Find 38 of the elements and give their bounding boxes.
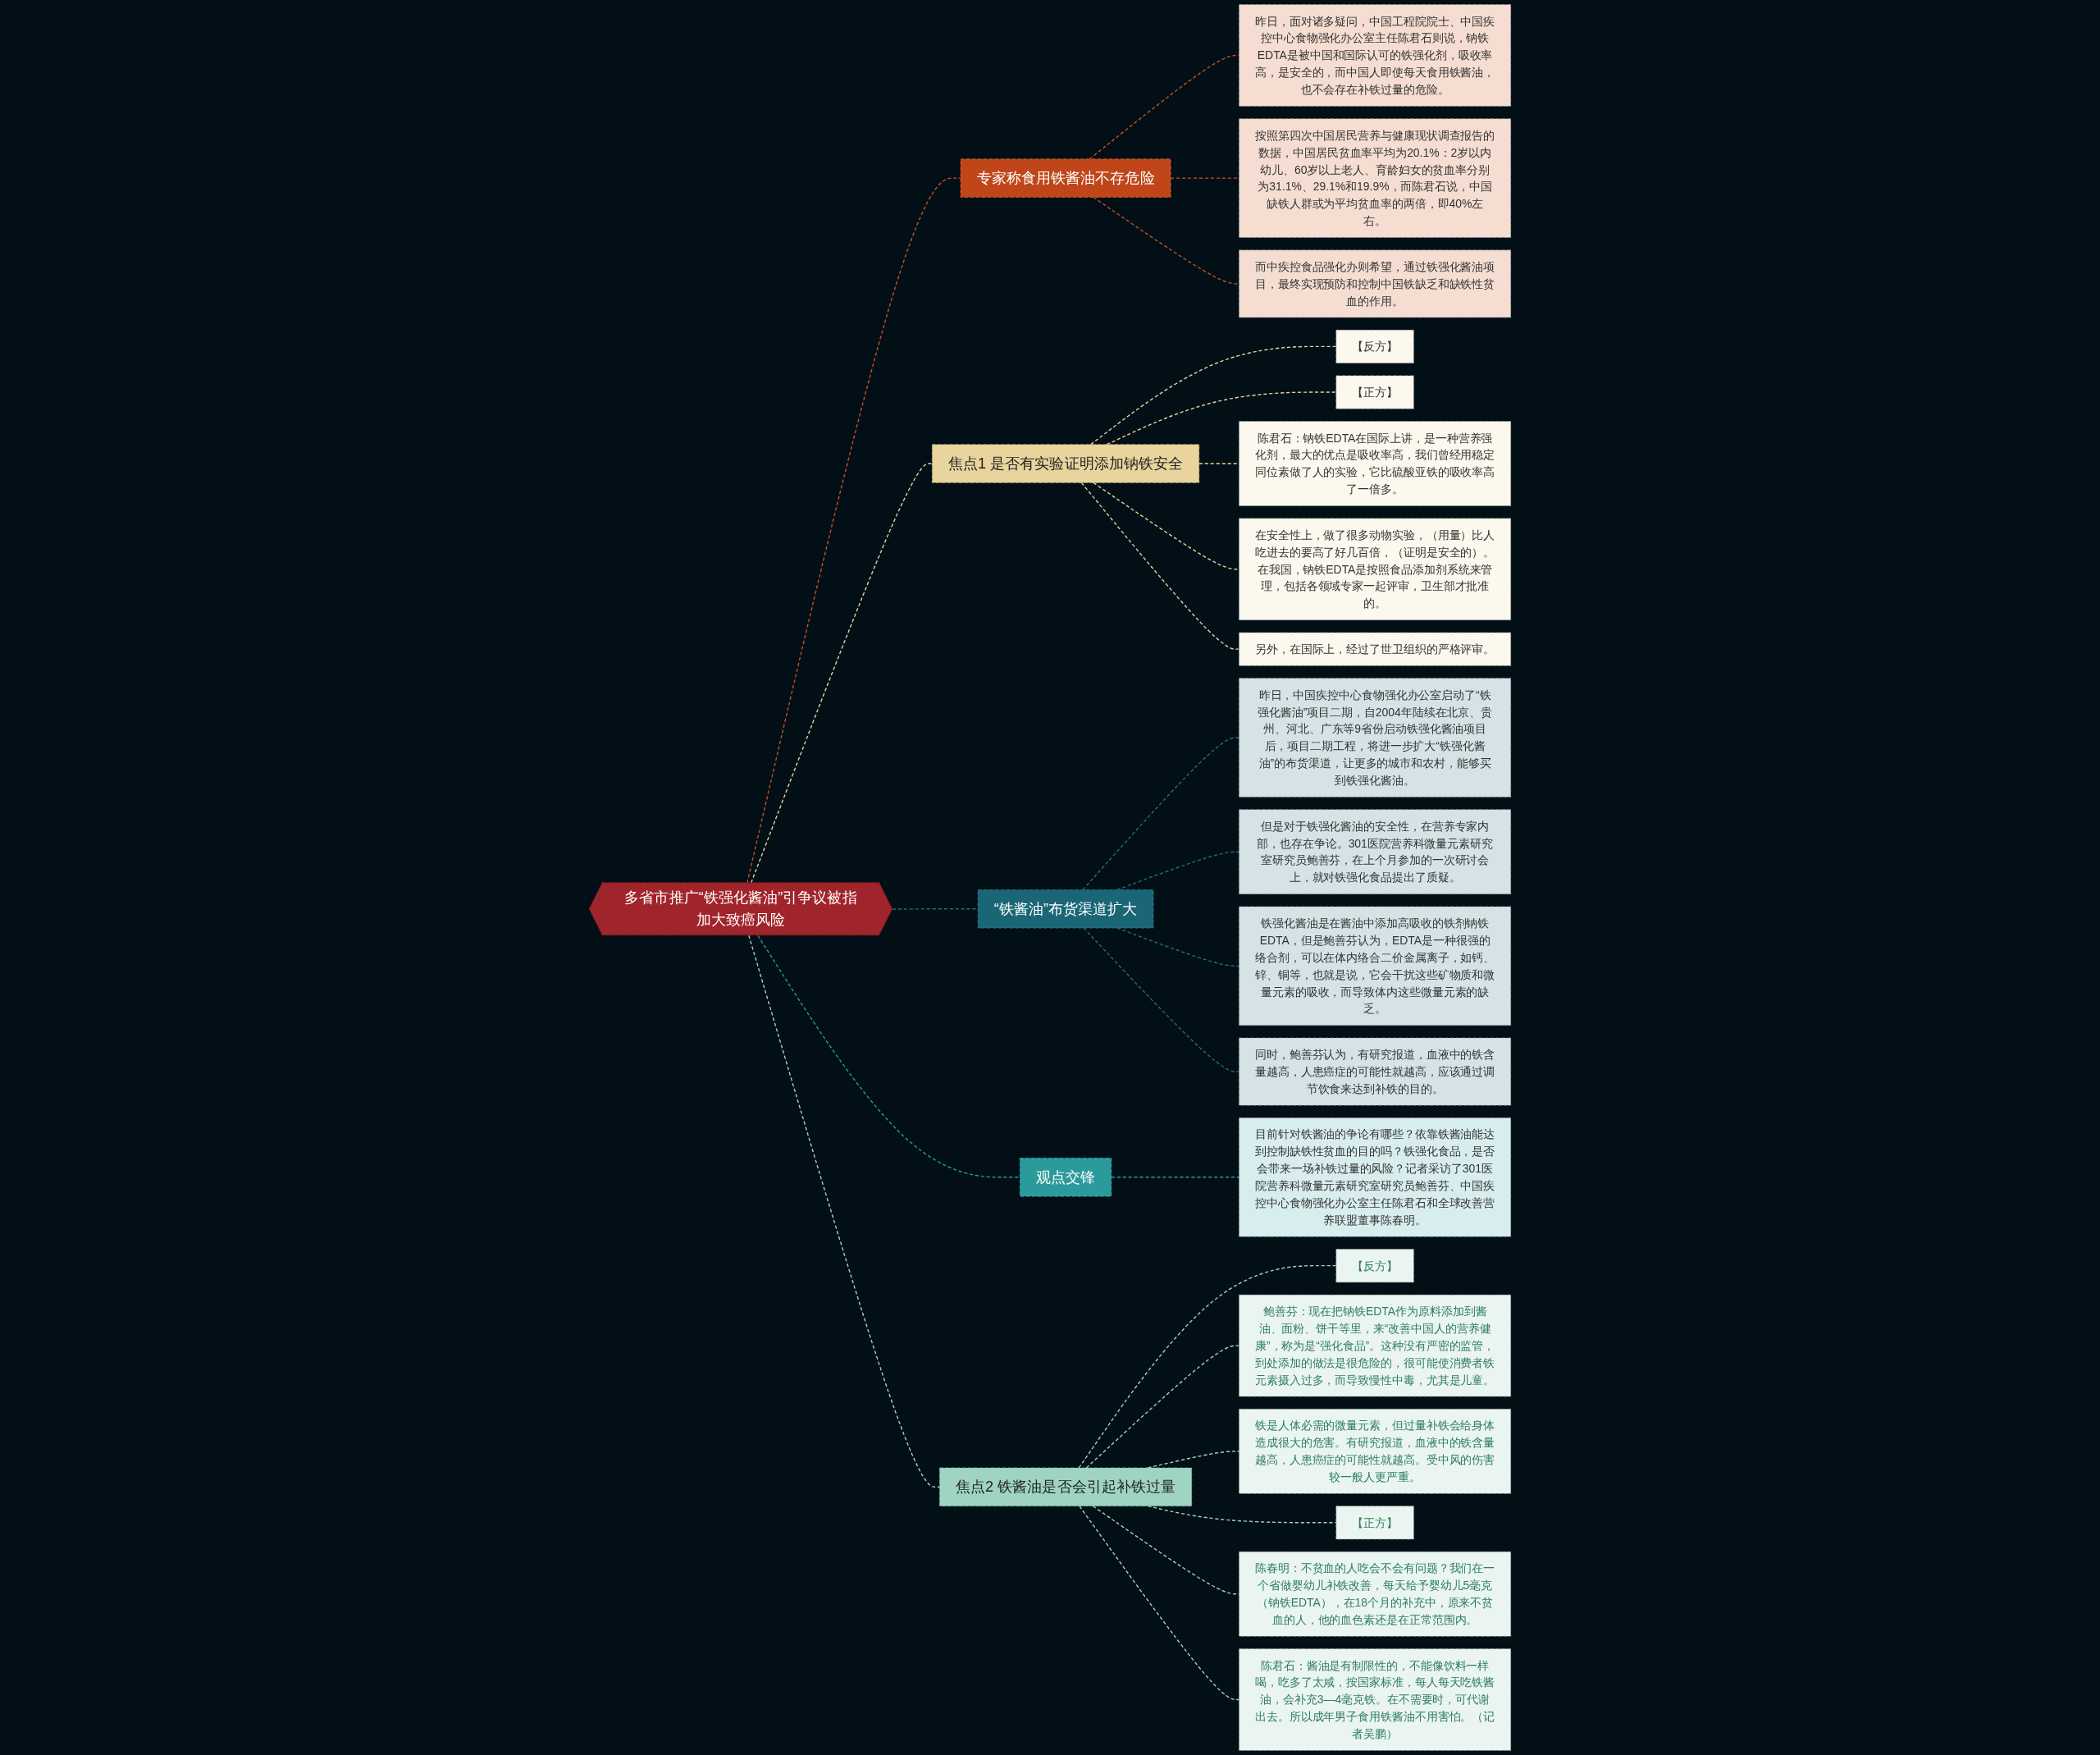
connector bbox=[1079, 1505, 1240, 1701]
node-box: 【正方】 bbox=[1335, 1506, 1414, 1540]
node-box: 而中疾控食品强化办则希望，通过铁强化酱油项目，最终实现预防和控制中国铁缺乏和缺铁性贫血的作用。 bbox=[1239, 249, 1512, 318]
node-box: 铁是人体必需的微量元素，但过量补铁会给身体造成很大的危害。有研究报道，血液中的铁含量越高，人患癌症的可能性就越高。受中风的伤害较一般人更严重。 bbox=[1239, 1408, 1512, 1494]
connector bbox=[750, 463, 934, 884]
connector bbox=[748, 935, 941, 1488]
node-box: 另外，在国际上，经过了世卫组织的严格评审。 bbox=[1239, 632, 1512, 666]
connector bbox=[1089, 345, 1337, 446]
connector bbox=[892, 908, 979, 910]
node-box: 昨日，中国疾控中心食物强化办公室启动了“铁强化酱油”项目二期，自2004年陆续在北京、贵州、河北、广东等9省份启动铁强化酱油项目后，项目二期工程，将进一步扩大“铁强化酱油”的布货渠道，让更多的城市和农村，能够买到铁强化酱油。 bbox=[1239, 678, 1512, 798]
node-box: 陈君石：酱油是有制限性的，不能像饮料一样喝，吃多了太咸，按国家标准，每人每天吃铁酱油，会补充3—4毫克铁。在不需要时，可代谢出去。所以成年男子食用铁酱油不用害怕。（记者吴鹏） bbox=[1239, 1648, 1512, 1751]
node-box: 陈春明：不贫血的人吃会不会有问题？我们在一个省做婴幼儿补铁改善，每天给予婴幼儿5毫克（钠铁EDTA），在18个月的补充中，原来不贫血的人，他的血色素还是在正常范围内。 bbox=[1239, 1551, 1512, 1637]
connector bbox=[1106, 391, 1337, 446]
node-box: 焦点2 铁酱油是否会引起补铁过量 bbox=[939, 1467, 1193, 1506]
node-box: 观点交锋 bbox=[1020, 1158, 1112, 1197]
connector bbox=[1085, 1345, 1240, 1469]
node-box: 同时，鲍善芬认为，有研究报道，血液中的铁含量越高，人患癌症的可能性就越高，应该通过调节饮食来达到补铁的目的。 bbox=[1239, 1037, 1512, 1106]
node-box: 鲍善芬：现在把钠铁EDTA作为原料添加到酱油、面粉、饼干等里，来“改善中国人的营养健康”，称为是“强化食品”。这种没有严密的监管，到处添加的做法是很危险的，很可能使消费者铁元素摄入过多，而导致慢性中毒，尤其是儿童。 bbox=[1239, 1294, 1512, 1397]
connector bbox=[1111, 1177, 1240, 1178]
connector bbox=[1078, 1264, 1337, 1469]
node-box: 【反方】 bbox=[1335, 329, 1414, 363]
node-box: 专家称食用铁酱油不存危险 bbox=[960, 158, 1171, 198]
node-box: 按照第四次中国居民营养与健康现状调查报告的数据，中国居民贫血率平均为20.1%：2岁以内幼儿、60岁以上老人、育龄妇女的贫血率分别为31.1%、29.1%和19.9%，而陈君石说，中国缺铁人群或为平均贫血率的两倍，即40%左右。 bbox=[1239, 118, 1512, 238]
node-box: 昨日，面对诸多疑问，中国工程院院士、中国疾控中心食物强化办公室主任陈君石则说，钠铁EDTA是被中国和国际认可的铁强化剂，吸收率高，是安全的，而中国人即使每天食用铁酱油，也不会存在补铁过量的危险。 bbox=[1239, 4, 1512, 107]
node-box: 但是对于铁强化酱油的安全性，在营养专家内部，也存在争论。301医院营养科微量元素研究室研究员鲍善芬，在上个月参加的一次研讨会上，就对铁强化食品提出了质疑。 bbox=[1239, 809, 1512, 895]
connector bbox=[1116, 851, 1240, 891]
connector bbox=[746, 177, 961, 884]
connector bbox=[1080, 482, 1240, 650]
node-box: 【正方】 bbox=[1335, 375, 1414, 409]
node-box: 陈君石：钠铁EDTA在国际上讲，是一种营养强化剂，最大的优点是吸收率高，我们曾经用稳定同位素做了人的实验，它比硫酸亚铁的吸收率高了一倍多。 bbox=[1239, 421, 1512, 506]
node-box: 在安全性上，做了很多动物实验，（用量）比人吃进去的要高了好几百倍，（证明是安全的）。在我国，钠铁EDTA是按照食品添加剂系统来管理，包括各领域专家一起评审，卫生部才批准的。 bbox=[1239, 518, 1512, 621]
node-box: 目前针对铁酱油的争论有哪些？依靠铁酱油能达到控制缺铁性贫血的目的吗？铁强化食品，是否会带来一场补铁过量的风险？记者采访了301医院营养科微量元素研究室研究员鲍善芬、中国疾控中心食物强化办公室主任陈君石和全球改善营养联盟董事陈春明。 bbox=[1239, 1117, 1512, 1237]
node-box: 铁强化酱油是在酱油中添加高吸收的铁剂钠铁EDTA，但是鲍善芬认为，EDTA是一种很强的络合剂，可以在体内络合二价金属离子，如钙、锌、铜等，也就是说，它会干扰这些矿物质和微量元素的吸收，而导致体内这些微量元素的缺乏。 bbox=[1239, 906, 1512, 1026]
node-box: 【反方】 bbox=[1335, 1249, 1414, 1283]
connector bbox=[1083, 927, 1240, 1072]
node-box: “铁酱油”布货渠道扩大 bbox=[977, 889, 1154, 929]
node-box: 焦点1 是否有实验证明添加钠铁安全 bbox=[932, 444, 1200, 483]
connector bbox=[1082, 737, 1240, 891]
